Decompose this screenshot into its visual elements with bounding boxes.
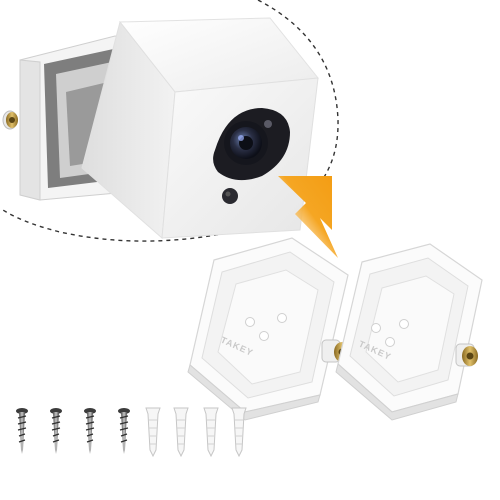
screw-icon [50, 408, 62, 454]
screw-icon [84, 408, 96, 454]
camera-cube [81, 17, 319, 240]
brass-insert-icon [455, 343, 478, 367]
screw-icon [16, 408, 28, 454]
arrow-icon [278, 176, 338, 258]
camera-lens-icon [224, 121, 268, 165]
camera-sensor-icon [264, 120, 272, 128]
wall-anchor-icon [173, 407, 189, 458]
screw-icon [118, 408, 130, 454]
wall-bracket-left: TAKEY [187, 237, 350, 421]
wall-anchor-icon [145, 407, 161, 458]
wall-anchor-icon [231, 407, 247, 458]
wall-anchor-icon [203, 407, 219, 458]
camera-ir-icon [222, 188, 238, 204]
wall-bracket-right: TAKEY [335, 243, 483, 421]
screw-set [16, 408, 130, 454]
anchor-set [145, 407, 247, 458]
